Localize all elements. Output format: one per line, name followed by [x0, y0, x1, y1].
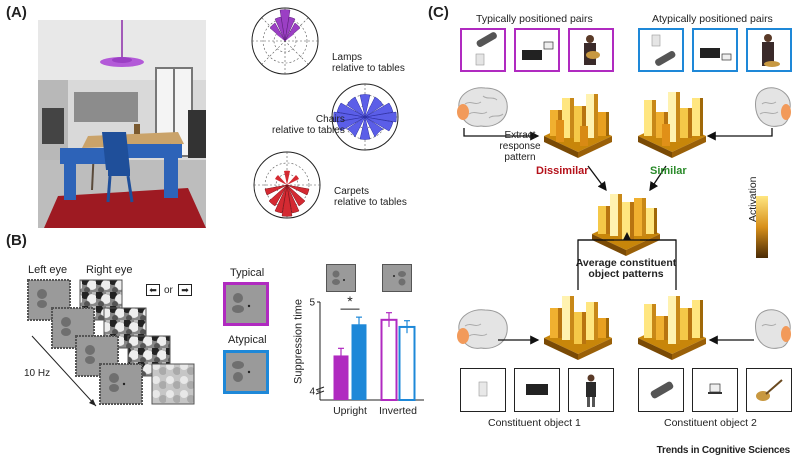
activation-pattern-typical: [544, 94, 612, 158]
constituent-1-person: [568, 368, 614, 412]
atypical-label: Atypical: [228, 334, 267, 346]
lamps-line1: Lamps: [332, 52, 363, 63]
atypical-pairs-label: Atypically positioned pairs: [652, 13, 773, 25]
typical-pair-sofa-laptop: [514, 28, 560, 72]
atypical-pair-person-guitar: [746, 28, 792, 72]
significance-star: *: [347, 293, 353, 309]
brain-icon-typical: [457, 87, 508, 127]
atypical-pair-laptop-sofa: [692, 28, 738, 72]
typical-stimulus: [223, 282, 269, 326]
polar-plot-chairs: [331, 83, 399, 151]
constituent-2-label: Constituent object 2: [664, 417, 757, 429]
carpets-line1: Carpets: [334, 186, 370, 197]
bar-inverted-typical: [380, 318, 398, 401]
panel-c-arrows: [463, 128, 773, 345]
brain-icon-constituent-1: [457, 309, 508, 349]
constituent-2-laptop: [692, 368, 738, 412]
similar-label: Similar: [650, 165, 687, 177]
bar-inverted-atypical: [398, 325, 416, 401]
y-axis-label: Suppression time: [292, 299, 305, 384]
carpets-line2: relative to tables: [334, 197, 407, 208]
x-category-label-0: Upright: [333, 405, 367, 417]
atypical-pair-glass-bottle: [638, 28, 684, 72]
left-arrow-key: ⬅: [146, 284, 160, 296]
polar-plot-carpets: [253, 151, 321, 219]
activation-colorbar: [756, 196, 768, 258]
panel-a-label: (A): [6, 4, 27, 21]
or-text: or: [164, 285, 173, 296]
typical-pair-bottle-glass: [460, 28, 506, 72]
polar-plot-lamps: [251, 7, 319, 75]
activation-label: Activation: [747, 176, 759, 222]
upright-example-icon: [326, 264, 356, 292]
journal-footer: Trends in Cognitive Sciences: [656, 445, 791, 456]
typical-pairs-label: Typically positioned pairs: [476, 13, 593, 25]
frame-4: [99, 363, 195, 405]
typical-pair-guitar-person: [568, 28, 614, 72]
constituent-1-label: Constituent object 1: [488, 417, 581, 429]
chairs-line1: Chairs: [315, 114, 345, 125]
activation-pattern-object-1: [544, 296, 612, 360]
extract-line3: pattern: [504, 152, 536, 163]
constituent-2-guitar: [746, 368, 792, 412]
right-arrow-key: ➡: [178, 284, 192, 296]
lamps-line2: relative to tables: [332, 63, 405, 74]
panel-b-label: (B): [6, 232, 27, 249]
constituent-1-glass: [460, 368, 506, 412]
axis-break-mark: [315, 386, 325, 395]
activation-pattern-atypical: [638, 92, 706, 158]
bar-upright-atypical: [351, 324, 367, 400]
activation-pattern-object-2: [638, 296, 706, 360]
x-category-label-1: Inverted: [379, 405, 417, 417]
brain-icon-atypical: [755, 87, 791, 127]
y-tick-label-1: 5: [309, 298, 315, 309]
brain-icon-constituent-2: [755, 309, 791, 349]
cfs-frame-sequence: [27, 279, 195, 407]
extract-line1: Extract: [504, 130, 536, 141]
constituent-1-sofa: [514, 368, 560, 412]
panel-c-label: (C): [428, 4, 449, 21]
dissimilar-label: Dissimilar: [536, 165, 589, 177]
typical-label: Typical: [230, 267, 265, 279]
rate-label: 10 Hz: [24, 368, 51, 379]
y-tick-label-0: 4: [309, 387, 315, 398]
inverted-example-icon: [382, 264, 412, 292]
dining-room-photo: [38, 20, 206, 228]
left-eye-label: Left eye: [28, 264, 68, 276]
average-line1: Average constituent: [575, 257, 677, 269]
bar-upright-typical: [333, 355, 349, 400]
atypical-stimulus: [223, 350, 269, 394]
constituent-2-bottle: [638, 368, 684, 412]
chairs-line2: relative to tables: [272, 125, 345, 136]
extract-line2: response: [499, 141, 541, 152]
average-line2: object patterns: [588, 268, 664, 280]
right-eye-label: Right eye: [86, 264, 133, 276]
